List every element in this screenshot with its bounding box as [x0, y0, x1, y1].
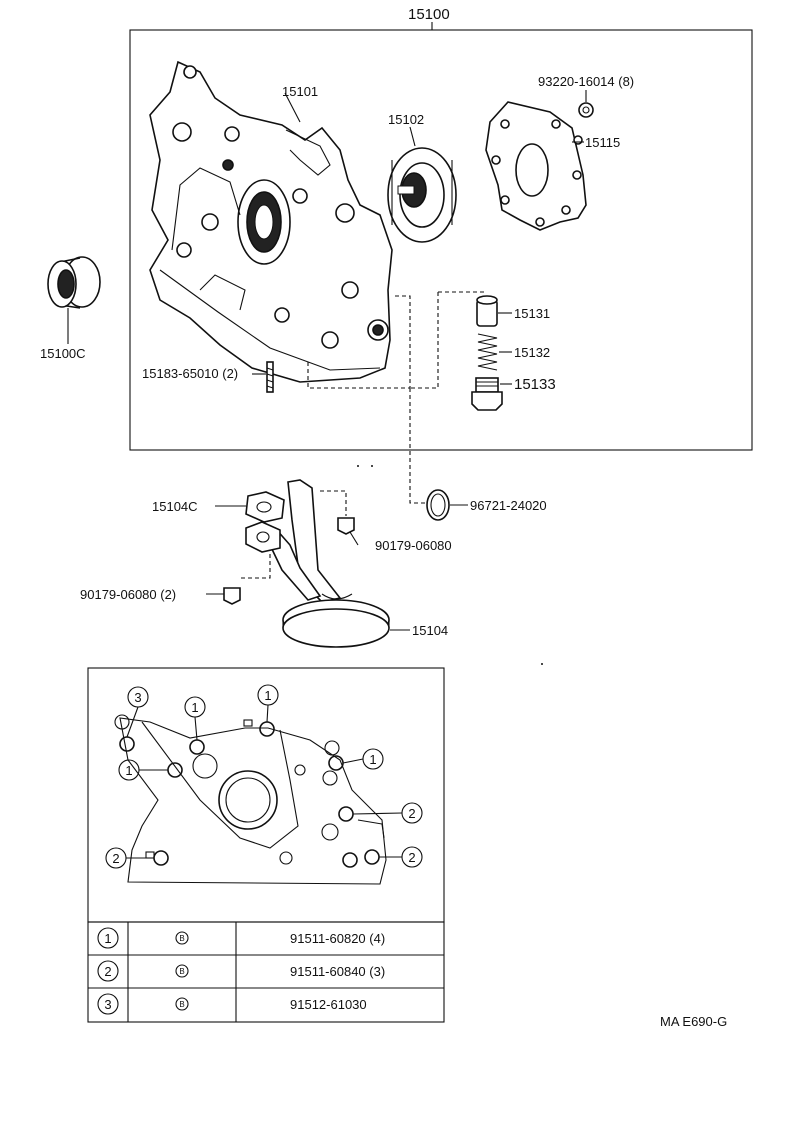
figure-code: MA E690-G	[660, 1014, 727, 1029]
oil-pump-body	[149, 60, 393, 383]
bolt-table-row-2: 2 B 91511-60840 (3)	[97, 960, 385, 982]
leader-15101	[284, 92, 301, 123]
label-15115: 15115	[585, 135, 620, 150]
label-90179a: 90179-06080	[375, 538, 452, 553]
strainer-flange	[245, 521, 281, 553]
oil-seal	[47, 256, 101, 309]
bolt-table-row-1: 1 B 91511-60820 (4)	[97, 927, 385, 949]
label-90179b: 90179-06080 (2)	[80, 587, 176, 602]
label-96721: 96721-24020	[470, 498, 547, 513]
svg-text:3: 3	[104, 997, 111, 1012]
dashed-nut-b	[240, 554, 271, 579]
mark-dot	[357, 465, 359, 467]
dashed-connector-c	[409, 388, 426, 504]
drive-rotor	[387, 147, 457, 243]
svg-text:1: 1	[191, 700, 198, 715]
dashed-connector-b	[410, 291, 484, 389]
nut-icon-left	[223, 587, 241, 605]
svg-text:1: 1	[264, 688, 271, 703]
label-15101: 15101	[282, 84, 318, 99]
bolt-table-row-3: 3 B 91512-61030	[97, 993, 367, 1015]
bolt-callouts: 3 1 1 1 1 2 2 2	[105, 684, 423, 869]
svg-text:2: 2	[104, 964, 111, 979]
svg-text:B: B	[179, 934, 184, 943]
label-15104: 15104	[412, 623, 448, 638]
strainer-gasket	[245, 491, 285, 523]
svg-text:91512-61030: 91512-61030	[290, 997, 367, 1012]
svg-text:91511-60840 (3): 91511-60840 (3)	[290, 964, 385, 979]
relief-valve	[476, 295, 498, 327]
assembly-frame	[129, 29, 753, 451]
mark-dot	[371, 465, 373, 467]
pump-cover-plate	[485, 101, 587, 231]
screw-icon	[578, 102, 594, 118]
svg-text:91511-60820 (4): 91511-60820 (4)	[290, 931, 385, 946]
nut-icon	[337, 517, 355, 535]
mark-dot	[541, 663, 543, 665]
svg-text:2: 2	[112, 851, 119, 866]
svg-text:1: 1	[369, 752, 376, 767]
label-15132: 15132	[514, 345, 550, 360]
bolt-positions	[119, 721, 380, 868]
svg-text:B: B	[179, 1000, 184, 1009]
o-ring-inner	[430, 493, 446, 517]
svg-text:2: 2	[408, 850, 415, 865]
leader-90179a	[349, 531, 359, 546]
label-93220: 93220-16014 (8)	[538, 74, 634, 89]
label-15100c: 15100C	[40, 346, 86, 361]
svg-text:1: 1	[104, 931, 111, 946]
svg-text:1: 1	[125, 763, 132, 778]
plug	[471, 377, 503, 411]
label-15133: 15133	[514, 376, 556, 393]
dashed-nut-a	[320, 490, 347, 516]
bolt-layout-outline	[114, 714, 387, 885]
svg-text:3: 3	[134, 690, 141, 705]
flange-hole	[256, 531, 270, 543]
label-15102: 15102	[388, 112, 424, 127]
svg-text:B: B	[179, 967, 184, 976]
bolt-table	[87, 921, 445, 1023]
leader-15102	[409, 126, 416, 147]
svg-text:2: 2	[408, 806, 415, 821]
screw-head-icon	[582, 106, 590, 114]
spring	[477, 333, 498, 371]
stud-bolt	[266, 361, 274, 393]
label-15131: 15131	[514, 306, 550, 321]
label-15183: 15183-65010 (2)	[142, 366, 238, 381]
assembly-label: 15100	[408, 6, 450, 23]
o-ring	[426, 489, 450, 521]
label-15104c: 15104C	[152, 499, 198, 514]
